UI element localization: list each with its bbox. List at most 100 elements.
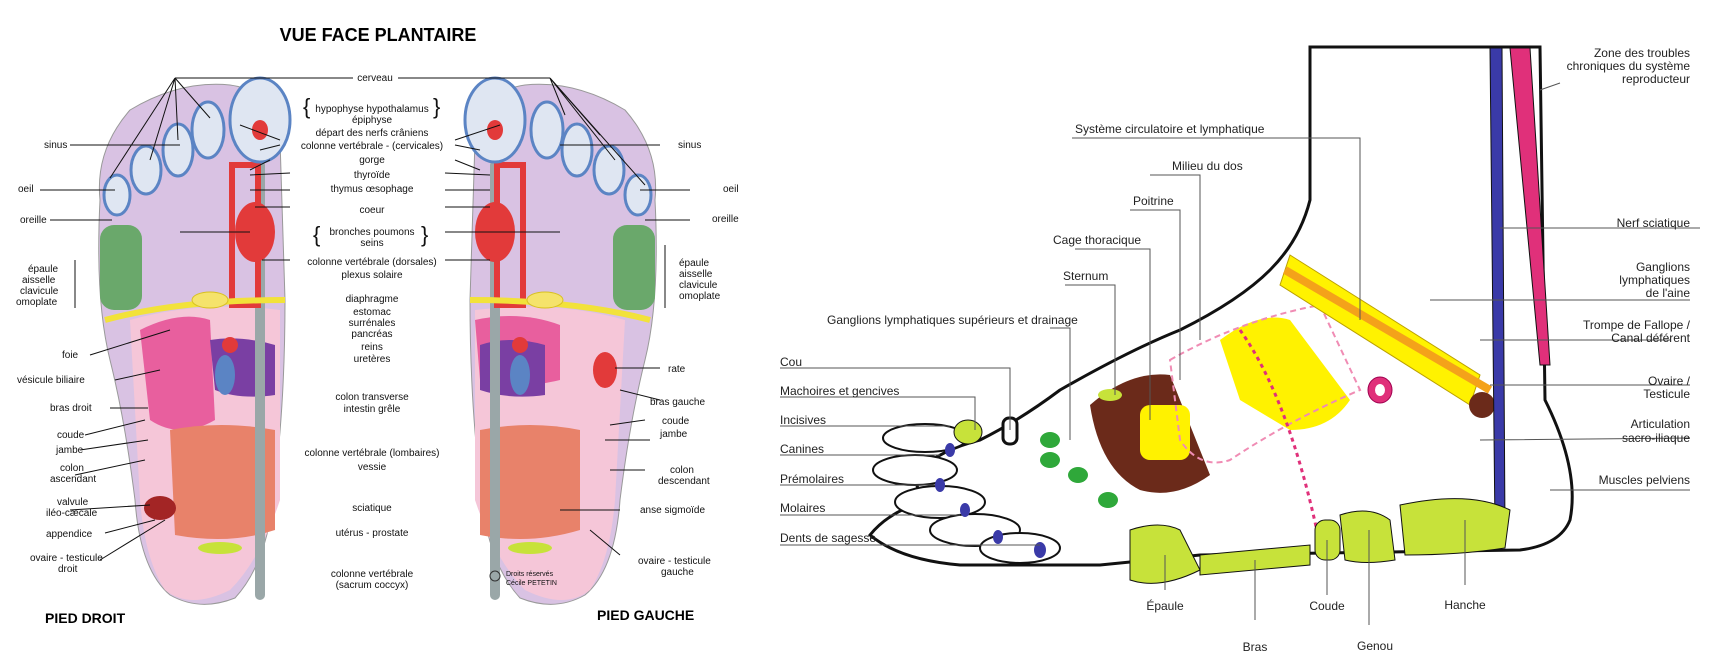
- label-clavicule-r: clavicule: [20, 286, 59, 297]
- label-bronches: bronches poumons: [329, 227, 414, 238]
- label-machoires: Machoires et gencives: [780, 384, 899, 398]
- label-plexus: plexus solaire: [341, 270, 403, 281]
- label-bras-side: Bras: [1243, 640, 1268, 654]
- adrenal-left: [512, 337, 528, 353]
- label-cerveau: cerveau: [357, 73, 393, 84]
- label-gorge: gorge: [359, 155, 385, 166]
- label-ovaire-1: Ovaire /: [1648, 374, 1691, 388]
- label-trompe-2: Canal déférent: [1611, 331, 1690, 345]
- label-colon-transverse: colon transverse: [335, 392, 409, 403]
- label-oreille-r: oreille: [20, 215, 47, 226]
- label-colon-l-1: colon: [670, 465, 694, 476]
- label-colon-r-2: ascendant: [50, 474, 96, 485]
- label-sinus-l: sinus: [678, 140, 701, 151]
- toe-e: [979, 532, 1061, 564]
- lymph-dot-4: [1098, 492, 1118, 508]
- label-artic-2: sacro-iliaque: [1622, 431, 1690, 445]
- label-epaule-l: épaule: [679, 258, 709, 269]
- label-aisselle-l: aisselle: [679, 269, 713, 280]
- label-epaule-side: Épaule: [1146, 598, 1184, 613]
- spleen-left: [593, 352, 617, 388]
- valve-right: [144, 496, 176, 520]
- label-coude-r: coude: [57, 430, 85, 441]
- left-leader-lines: [40, 77, 690, 561]
- sciatic-left: [508, 542, 552, 554]
- circulatory-arrows-zone: [1168, 303, 1362, 464]
- label-ganglions-2: lymphatiques: [1619, 273, 1690, 287]
- dotted-red-line: [1238, 329, 1322, 546]
- label-diaphragme: diaphragme: [346, 294, 399, 305]
- label-bras-droit: bras droit: [50, 403, 92, 414]
- label-estomac: estomac: [353, 307, 391, 318]
- liver-zone: [140, 316, 215, 430]
- label-ovaire-r-1: ovaire - testicule: [30, 553, 103, 564]
- brace-right-1: }: [433, 94, 440, 119]
- toe4-right: [129, 144, 163, 196]
- mid-back-zone: [1220, 317, 1350, 430]
- heart-right: [235, 202, 275, 262]
- label-artic-1: Articulation: [1631, 417, 1690, 431]
- label-pied-droit: PIED DROIT: [45, 610, 126, 626]
- reproductive-band: [1509, 47, 1551, 366]
- brace-left-2: {: [313, 222, 320, 247]
- right-leader-lines: [780, 82, 1700, 625]
- label-jambe-l: jambe: [659, 429, 688, 440]
- label-jambe-r: jambe: [55, 445, 84, 456]
- label-ganglions-1: Ganglions: [1636, 260, 1690, 274]
- copyright-icon: [489, 570, 501, 582]
- right-foot-diagram: [98, 76, 292, 605]
- diaphragm-right: [104, 297, 286, 323]
- label-copyright: Droits réservés: [506, 571, 554, 578]
- right-foot-labels: sinus oeil oreille épaule aisselle clavi…: [16, 140, 126, 626]
- label-epaule-r: épaule: [28, 264, 58, 275]
- knee-foot-zone: [1339, 510, 1396, 563]
- label-dents: Dents de sagesse: [780, 531, 876, 545]
- label-cervicales: colonne vertébrale - (cervicales): [301, 141, 443, 152]
- left-foot-diagram: [463, 76, 657, 605]
- label-sinus-r: sinus: [44, 140, 67, 151]
- label-canines: Canines: [780, 442, 824, 456]
- ovary-point-inner: [1375, 384, 1385, 396]
- pituitary-right: [252, 120, 268, 140]
- sternum-point: [1098, 389, 1122, 401]
- label-premolaires: Prémolaires: [780, 472, 844, 486]
- label-author: Cécile PETETIN: [506, 580, 557, 587]
- kidney-left: [510, 355, 530, 395]
- premolar-dot: [960, 503, 970, 517]
- label-ureteres: uretères: [354, 354, 391, 365]
- label-reins: reins: [361, 342, 383, 353]
- lymph-dot-2: [1040, 452, 1060, 468]
- kidney-right: [215, 355, 235, 395]
- toe-b: [872, 454, 958, 486]
- label-coude-side: Coude: [1309, 599, 1345, 613]
- label-intestin: intestin grêle: [344, 404, 401, 415]
- label-valvule-1: valvule: [57, 497, 89, 508]
- toe3-right: [161, 122, 195, 178]
- label-muscles: Muscles pelviens: [1599, 473, 1690, 487]
- chest-zone: [1140, 405, 1190, 460]
- incisor-dot: [945, 443, 955, 457]
- lymph-dot-1: [1040, 432, 1060, 448]
- left-title: VUE FACE PLANTAIRE: [280, 25, 477, 45]
- label-clavicule-l: clavicule: [679, 280, 718, 291]
- brace-left-1: {: [303, 94, 310, 119]
- label-systeme: Système circulatoire et lymphatique: [1075, 122, 1265, 136]
- canine-dot: [935, 478, 945, 492]
- label-depart: départ des nerfs crâniens: [316, 128, 429, 139]
- adrenal-right: [222, 337, 238, 353]
- esophagus-right: [229, 162, 261, 308]
- label-oreille-l: oreille: [712, 214, 739, 225]
- neck-point: [953, 419, 983, 445]
- wisdom-dot: [1034, 542, 1046, 558]
- label-omoplate-r: omoplate: [16, 297, 58, 308]
- toe2-right: [190, 100, 226, 160]
- sacro-iliac-point: [1469, 392, 1495, 418]
- label-trompe-1: Trompe de Fallope /: [1583, 318, 1691, 332]
- label-hypophyse: hypophyse hypothalamus: [315, 104, 428, 115]
- label-ovaire-2: Testicule: [1643, 387, 1690, 401]
- solar-plexus-right: [191, 291, 229, 309]
- label-omoplate-l: omoplate: [679, 291, 721, 302]
- label-colon-l-2: descendant: [658, 476, 710, 487]
- toe4-left: [592, 144, 626, 196]
